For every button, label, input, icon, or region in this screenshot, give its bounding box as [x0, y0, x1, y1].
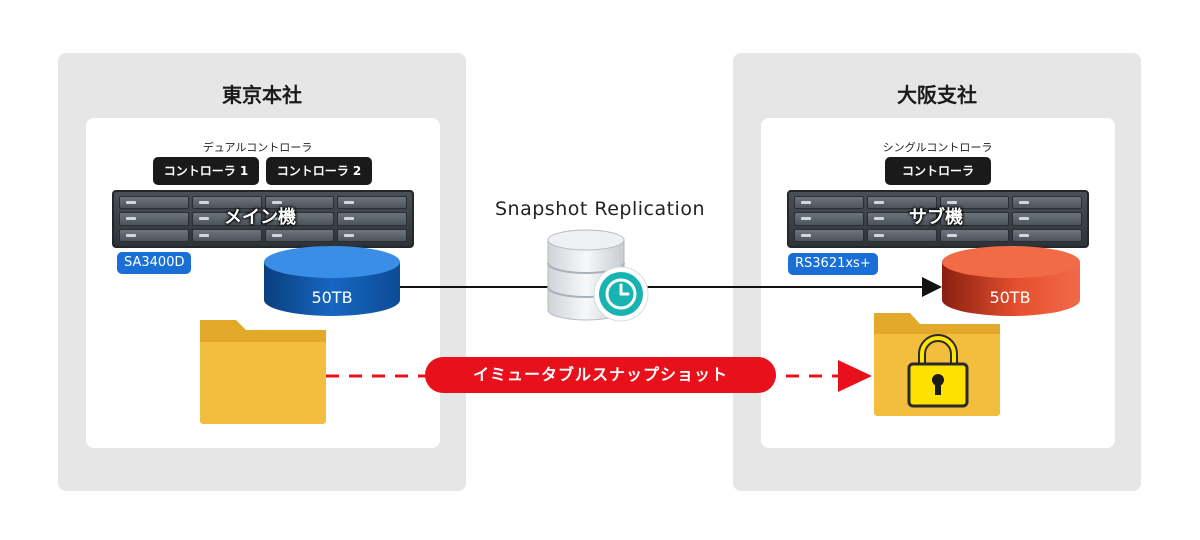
drive-bay — [119, 212, 189, 226]
drive-bay — [866, 228, 937, 242]
drive-bay — [939, 196, 1010, 210]
drive-bay — [264, 196, 335, 210]
machine-label-main: メイン機 — [224, 207, 296, 228]
drive-bay — [866, 212, 937, 226]
drive-bay — [1012, 212, 1082, 226]
drive-bay — [1012, 228, 1082, 242]
volume-label-osaka: 50TB — [989, 288, 1031, 307]
snapshot-replication-title: Snapshot Replication — [494, 198, 705, 220]
drive-bay — [119, 196, 189, 210]
controller-caption-osaka: シングルコントローラ — [882, 141, 993, 154]
drive-bay — [191, 196, 262, 210]
site-title-osaka: 大阪支社 — [897, 83, 977, 107]
controller-badge-single: コントローラ — [885, 157, 991, 185]
drive-bay — [264, 228, 335, 242]
drive-bay — [264, 212, 335, 226]
drive-bay — [794, 228, 864, 242]
drive-bay — [119, 228, 189, 242]
controller-badge-1: コントローラ 1 — [153, 157, 259, 185]
immutable-snapshot-label: イミュータブルスナップショット — [425, 357, 776, 393]
controller-caption-tokyo: デュアルコントローラ — [202, 141, 313, 154]
database-clock-icon — [547, 229, 649, 322]
volume-cylinder-osaka — [942, 246, 1080, 316]
drive-bay — [337, 228, 407, 242]
drive-bay — [794, 196, 864, 210]
drive-bay — [794, 212, 864, 226]
locked-folder-icon — [874, 313, 1000, 416]
model-badge-tokyo: SA3400D — [117, 252, 192, 274]
immutable-arrowhead — [838, 360, 872, 392]
drive-bay — [939, 212, 1010, 226]
drive-bay — [866, 196, 937, 210]
drive-bay — [1012, 196, 1082, 210]
replication-arrowhead — [922, 277, 942, 297]
drive-bay — [191, 212, 262, 226]
nas-chassis-sub — [787, 190, 1089, 248]
volume-label-tokyo: 50TB — [311, 288, 353, 307]
drive-bay — [337, 196, 407, 210]
site-title-tokyo: 東京本社 — [222, 83, 302, 107]
drive-bay — [191, 228, 262, 242]
controller-badge-2: コントローラ 2 — [266, 157, 372, 185]
model-badge-osaka: RS3621xs+ — [788, 253, 878, 275]
drive-bay — [337, 212, 407, 226]
drive-bay — [939, 228, 1010, 242]
machine-label-sub: サブ機 — [909, 207, 963, 228]
folder-icon — [200, 320, 326, 424]
volume-cylinder-tokyo — [264, 246, 400, 316]
nas-chassis-main — [112, 190, 414, 248]
